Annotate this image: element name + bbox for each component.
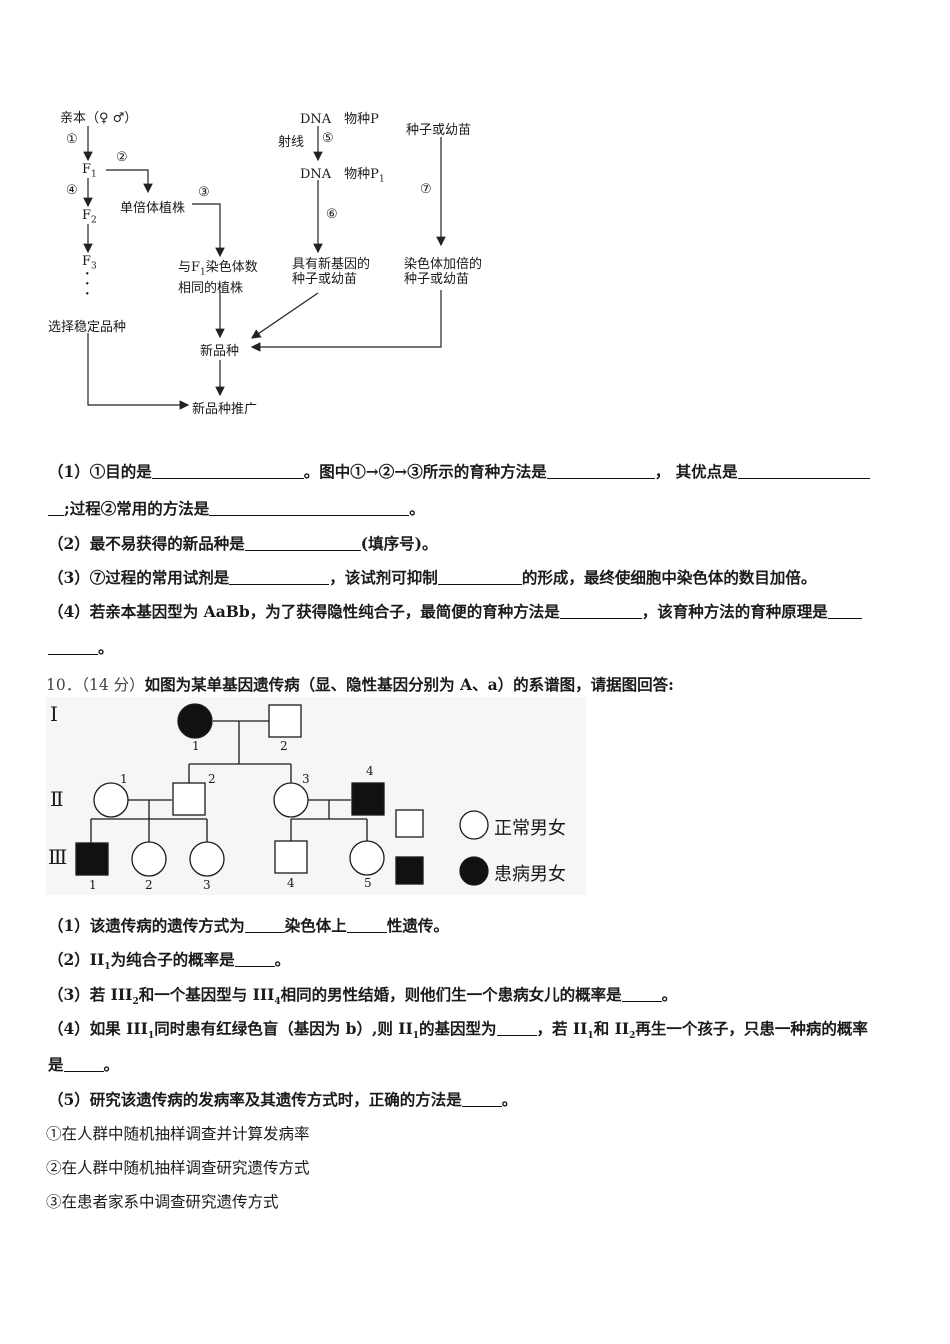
breeding-diagram: 亲本（♀ ♂） ① F1 ② ④ F2 F3 · · · 选择稳定品种 单倍体植…: [0, 0, 950, 420]
iii1-affected-male: [75, 842, 109, 876]
iii3-number: 3: [203, 878, 211, 892]
legend-affected-female: [459, 856, 489, 886]
ii3-number: 3: [302, 772, 310, 786]
q10-part2: （2）II1为纯合子的概率是。: [48, 950, 291, 973]
f1-label: F1: [82, 162, 97, 180]
f2-label: F2: [82, 208, 97, 226]
ii2-number: 2: [208, 772, 216, 786]
radiation-label: 射线: [278, 135, 305, 150]
iii2-normal-female: [131, 841, 167, 877]
haploid-label: 单倍体植株: [120, 201, 186, 216]
answer-blank: [437, 569, 522, 585]
q9-part3: （3）⑦过程的常用试剂是，该试剂可抑制的形成，最终使细胞中染色体的数目加倍。: [48, 568, 817, 587]
answer-blank: [737, 463, 870, 479]
step-1-label: ①: [66, 132, 78, 147]
legend-affected-label: 患病男女: [494, 864, 566, 885]
question-number: 10．: [46, 676, 82, 694]
q10-option-1: ①在人群中随机抽样调查并计算发病率: [46, 1125, 310, 1143]
q9-part1-line1: （1）①目的是。图中①→②→③所示的育种方法是， 其优点是: [48, 460, 870, 482]
q10-stem: 10．（14 分）如图为某单基因遗传病（显、隐性基因分别为 A、a）的系谱图，请…: [46, 673, 674, 695]
q10-part1: （1）该遗传病的遗传方式为染色体上性遗传。: [48, 916, 449, 935]
iii3-normal-female: [189, 841, 225, 877]
breeding-arrows: [83, 126, 446, 410]
answer-blank: [244, 535, 361, 551]
iii2-number: 2: [145, 878, 153, 892]
legend-affected-male: [395, 856, 424, 885]
ii1-normal-female: [93, 782, 129, 818]
q10-part5: （5）研究该遗传病的发病率及其遗传方式时，正确的方法是。: [48, 1090, 518, 1109]
iii1-number: 1: [89, 878, 97, 892]
doubled-seed-label: 染色体加倍的种子或幼苗: [404, 257, 483, 287]
step-5-label: ⑤: [322, 131, 334, 146]
generation-iii-label: Ⅲ: [48, 845, 68, 869]
q9-part4-line2: 。: [48, 636, 114, 658]
q9-part4-line1: （4）若亲本基因型为 AaBb，为了获得隐性纯合子，最简便的育种方法是，该育种方…: [48, 600, 862, 622]
step-3-label: ③: [198, 185, 210, 200]
select-stable-label: 选择稳定品种: [48, 320, 127, 335]
new-gene-seed-label: 具有新基因的种子或幼苗: [292, 257, 371, 287]
q10-part4-line2: 是。: [48, 1055, 120, 1074]
legend-normal-female: [459, 810, 489, 840]
q10-option-2: ②在人群中随机抽样调查研究遗传方式: [46, 1159, 310, 1177]
seed-top-label: 种子或幼苗: [406, 123, 472, 138]
same-chrom-label: 与F1染色体数 相同的植株: [178, 260, 258, 296]
answer-blank: [151, 463, 304, 479]
parent-label: 亲本（♀ ♂）: [60, 111, 138, 126]
generation-i-label: Ⅰ: [50, 702, 58, 726]
answer-blank: [496, 1020, 537, 1036]
iii4-number: 4: [287, 876, 295, 890]
dna-p1-label: DNA 物种P1: [300, 167, 385, 185]
question-score: （14 分）: [81, 676, 145, 694]
answer-blank: [63, 1056, 104, 1072]
new-variety-label: 新品种: [200, 344, 240, 359]
i2-normal-male: [268, 704, 302, 738]
step-4-label: ④: [66, 183, 78, 198]
legend-normal-label: 正常男女: [494, 818, 566, 839]
ii4-affected-male: [351, 782, 385, 816]
ii1-number: 1: [120, 772, 128, 786]
step-7-label: ⑦: [420, 182, 432, 197]
answer-blank: [244, 917, 285, 933]
dna-p-label: DNA 物种P: [300, 112, 379, 127]
answer-blank: [559, 603, 642, 619]
ii2-normal-male: [172, 782, 206, 816]
i1-affected-female: [177, 703, 213, 739]
ii3-normal-female: [273, 782, 309, 818]
iii5-normal-female: [349, 840, 385, 876]
legend-normal-male: [395, 809, 424, 838]
answer-blank: [546, 463, 655, 479]
ii4-number: 4: [366, 764, 374, 778]
pedigree-svg: [75, 703, 489, 886]
i1-number: 1: [192, 739, 200, 753]
continuation-dots: · · ·: [85, 267, 90, 302]
answer-blank: [621, 986, 662, 1002]
q10-part4-line1: （4）如果 III1同时患有红绿色盲（基因为 b）,则 II1的基因型为，若 I…: [48, 1019, 868, 1042]
question-stem: 如图为某单基因遗传病（显、隐性基因分别为 A、a）的系谱图，请据图回答:: [144, 675, 674, 694]
i2-number: 2: [280, 739, 288, 753]
answer-blank: [48, 500, 64, 516]
generation-ii-label: Ⅱ: [50, 787, 64, 811]
q10-option-3: ③在患者家系中调查研究遗传方式: [46, 1193, 279, 1211]
answer-blank: [234, 951, 275, 967]
answer-blank: [209, 500, 410, 516]
q9-part2: （2）最不易获得的新品种是(填序号)。: [48, 534, 438, 553]
answer-blank: [229, 569, 330, 585]
q10-part3: （3）若 III2和一个基因型与 III4相同的男性结婚，则他们生一个患病女儿的…: [48, 985, 678, 1008]
answer-blank: [827, 603, 862, 619]
step-6-label: ⑥: [326, 207, 338, 222]
f3-label: F3: [82, 254, 97, 272]
answer-blank: [461, 1091, 502, 1107]
pedigree-chart: Ⅰ Ⅱ Ⅲ 1 2 1 2 3 4 1 2 3 4 5 正常男女 患病男女: [46, 697, 586, 895]
q9-part1-line2: ;过程②常用的方法是。: [48, 497, 425, 519]
answer-blank: [48, 639, 98, 655]
step-2-label: ②: [116, 150, 128, 165]
iii5-number: 5: [364, 876, 372, 890]
iii4-normal-male: [274, 840, 308, 874]
promotion-label: 新品种推广: [192, 402, 258, 417]
answer-blank: [346, 917, 387, 933]
